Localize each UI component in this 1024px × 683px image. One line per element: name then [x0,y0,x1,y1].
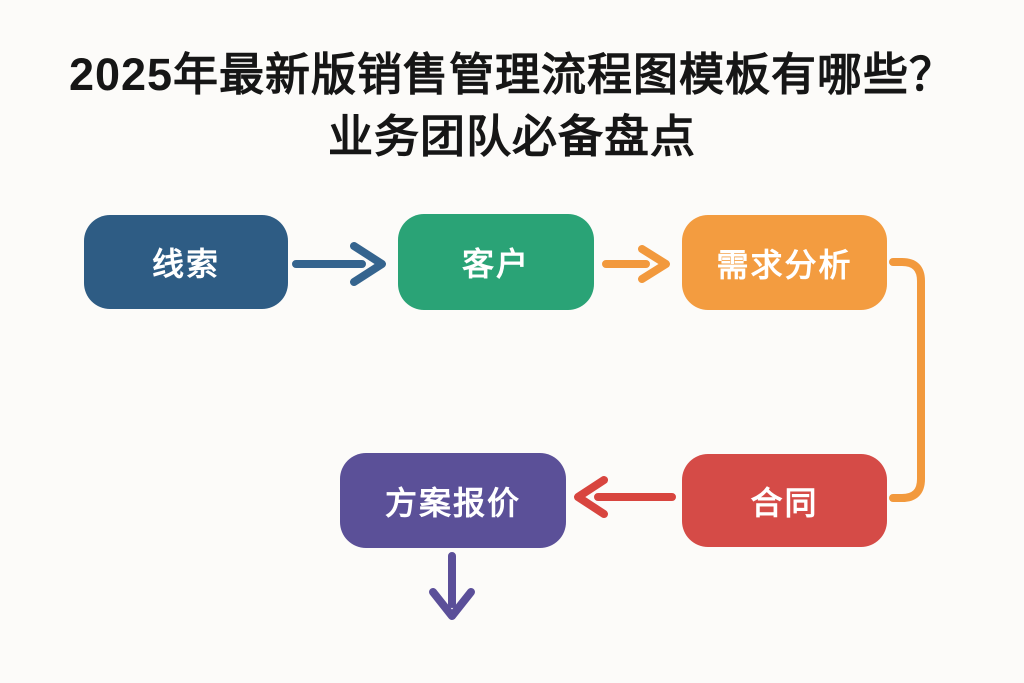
page-title-line1: 2025年最新版销售管理流程图模板有哪些？ [68,49,956,100]
bracket-connector-icon [889,258,925,502]
arrow-left-icon [574,476,676,518]
flow-node-needs-analysis: 需求分析 [682,215,887,310]
arrow-down-icon [429,552,475,620]
flow-node-label: 需求分析 [716,246,853,283]
arrow-right-icon [292,242,386,286]
flow-node-contract: 合同 [682,454,887,547]
flow-node-customer: 客户 [398,214,594,310]
flow-node-lead: 线索 [84,215,288,309]
flow-node-label: 合同 [750,484,819,521]
arrow-right-icon [602,245,670,283]
flow-node-quote: 方案报价 [340,453,566,548]
flow-node-label: 方案报价 [384,484,521,521]
flow-node-label: 客户 [461,246,530,282]
flow-node-label: 线索 [151,246,220,282]
page-title-line2: 业务团队必备盘点 [327,111,696,162]
page-title: 2025年最新版销售管理流程图模板有哪些？ 业务团队必备盘点 [0,44,1024,168]
